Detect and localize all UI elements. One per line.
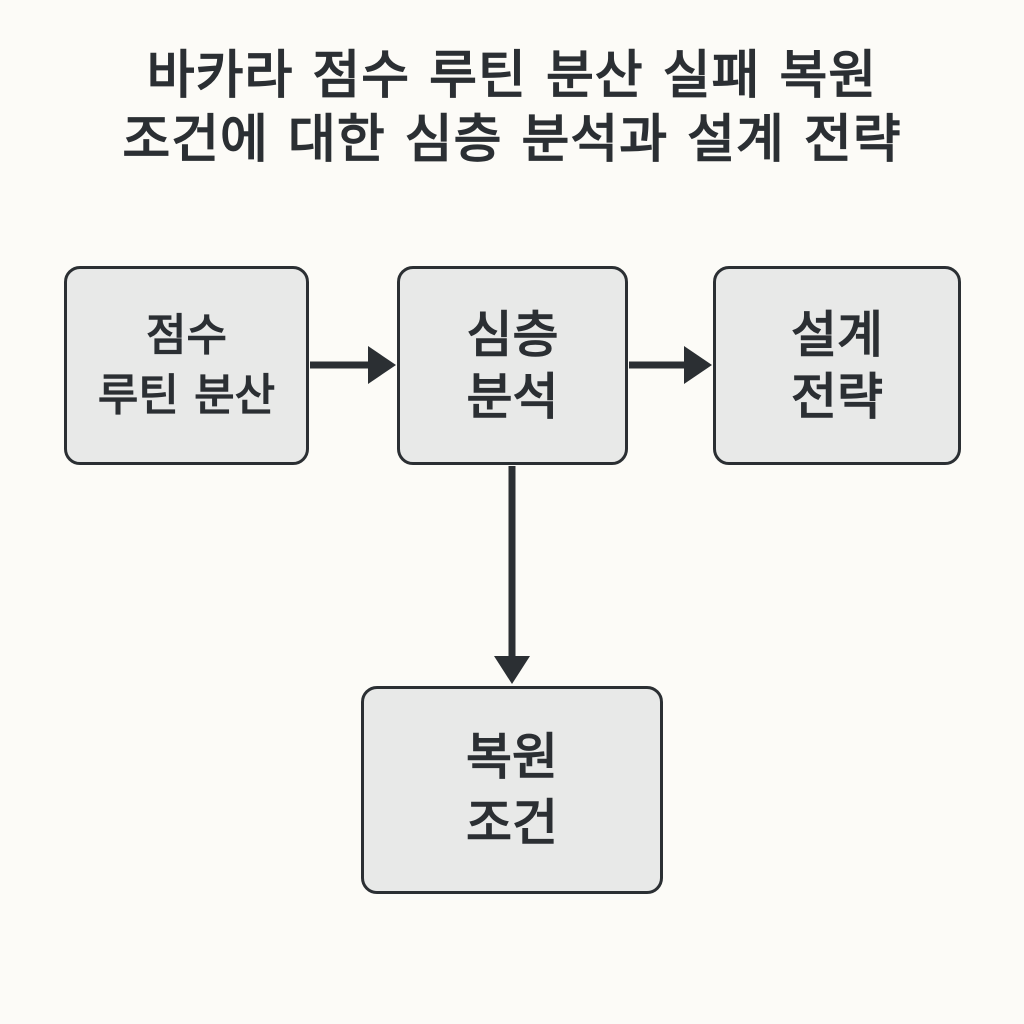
arrow-analysis-to-strategy	[629, 346, 712, 384]
diagram-title: 바카라 점수 루틴 분산 실패 복원 조건에 대한 심층 분석과 설계 전략	[0, 44, 1024, 172]
node-recovery-condition-line2: 조건	[466, 794, 558, 852]
node-design-strategy-line1: 설계	[791, 305, 883, 364]
node-deep-analysis: 심층 분석	[397, 266, 628, 465]
node-design-strategy-line2: 전략	[791, 367, 883, 426]
node-recovery-condition: 복원 조건	[361, 686, 663, 894]
title-line-2: 조건에 대한 심층 분석과 설계 전략	[122, 110, 902, 170]
title-line-1: 바카라 점수 루틴 분산 실패 복원	[146, 46, 878, 106]
node-deep-analysis-line2: 분석	[466, 367, 559, 426]
node-design-strategy: 설계 전략	[713, 266, 961, 465]
node-score-routine: 점수 루틴 분산	[64, 266, 309, 465]
node-score-routine-line2: 루틴 분산	[97, 369, 276, 421]
node-score-routine-line1: 점수	[146, 309, 227, 361]
node-deep-analysis-line1: 심층	[466, 305, 559, 364]
arrow-analysis-to-recovery	[494, 466, 530, 684]
arrow-score-to-analysis	[310, 346, 396, 384]
node-recovery-condition-line1: 복원	[466, 728, 558, 786]
